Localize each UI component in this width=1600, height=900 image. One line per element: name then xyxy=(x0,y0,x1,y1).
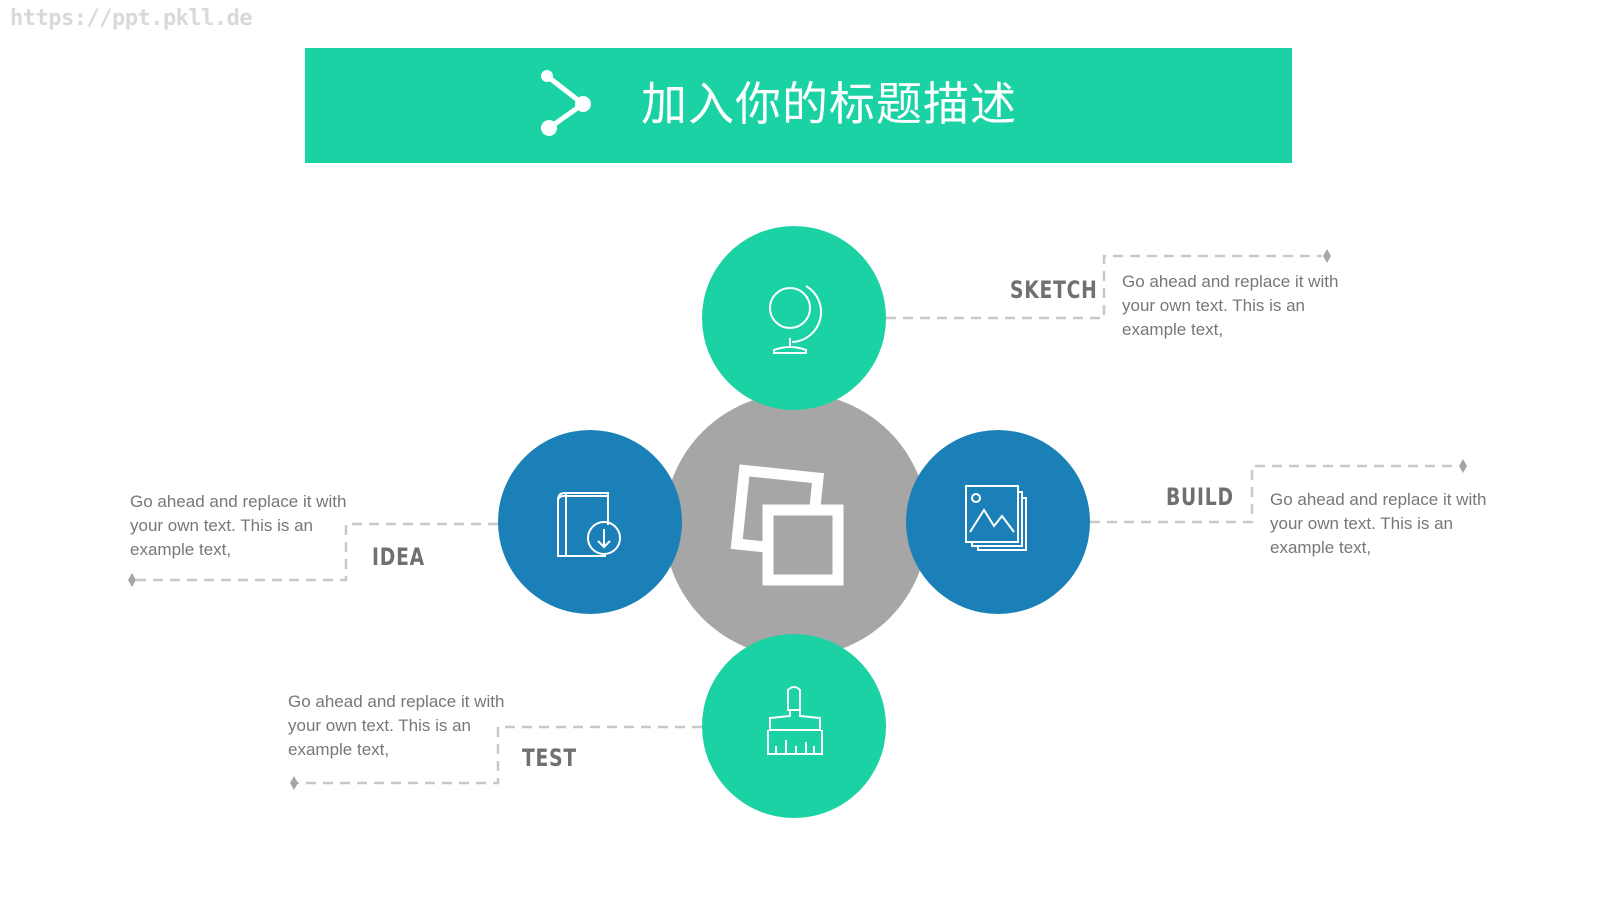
page-title: 加入你的标题描述 xyxy=(641,77,1017,131)
brush-icon xyxy=(767,686,823,755)
image-stack-icon xyxy=(965,485,1027,551)
idea-end-marker xyxy=(128,573,136,587)
sketch-end-marker xyxy=(1323,249,1331,263)
test-end-marker xyxy=(290,776,298,790)
test-label: TEST xyxy=(522,744,577,772)
test-circle xyxy=(702,634,886,818)
photos-icon xyxy=(730,464,844,586)
book-download-icon xyxy=(557,492,621,557)
title-banner: 加入你的标题描述 xyxy=(305,48,1292,163)
build-label: BUILD xyxy=(1166,483,1234,511)
sketch-label: SKETCH xyxy=(1010,276,1098,304)
center-circle xyxy=(664,393,928,657)
watermark: https://ppt.pkll.de xyxy=(10,6,253,31)
sketch-description: Go ahead and replace it with your own te… xyxy=(1122,272,1339,339)
idea-description: Go ahead and replace it with your own te… xyxy=(130,492,347,559)
idea-circle xyxy=(498,430,682,614)
build-description: Go ahead and replace it with your own te… xyxy=(1270,490,1487,557)
globe-icon xyxy=(769,285,823,354)
sketch-circle xyxy=(702,226,886,410)
idea-label: IDEA xyxy=(372,543,425,571)
share-icon xyxy=(541,70,591,136)
test-description: Go ahead and replace it with your own te… xyxy=(288,692,505,759)
build-end-marker xyxy=(1459,459,1467,473)
build-circle xyxy=(906,430,1090,614)
